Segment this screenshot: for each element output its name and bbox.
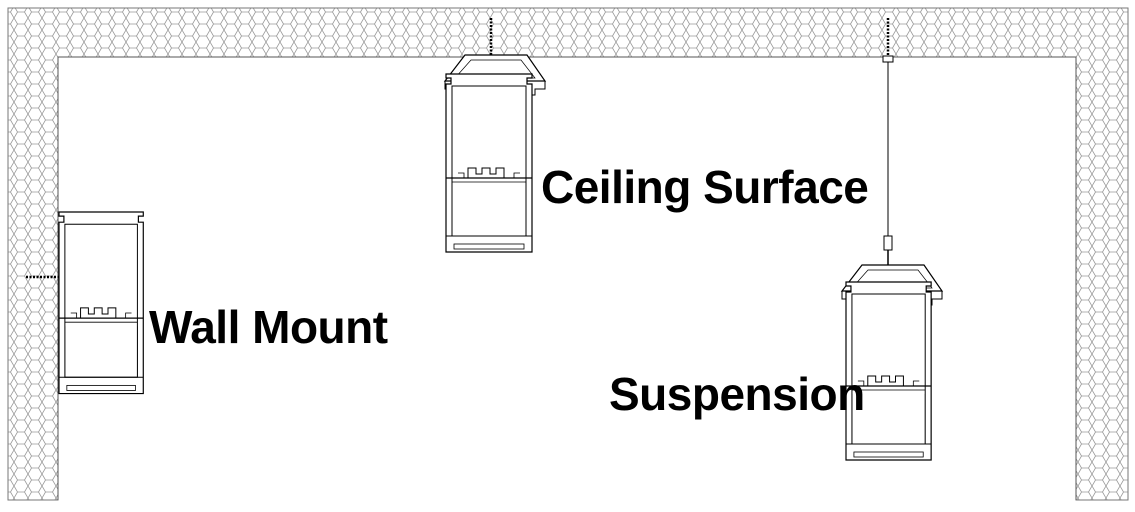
structure-wall bbox=[7, 7, 1129, 501]
ceiling-surface-fixture bbox=[444, 18, 546, 253]
wall-mount-label: Wall Mount bbox=[149, 301, 388, 353]
suspension-label: Suspension bbox=[609, 368, 865, 420]
structure-inner-edge bbox=[57, 56, 1077, 500]
ceiling-surface-label: Ceiling Surface bbox=[541, 161, 868, 213]
suspension-fixture bbox=[841, 18, 943, 461]
wall-mount-fixture bbox=[26, 211, 144, 395]
